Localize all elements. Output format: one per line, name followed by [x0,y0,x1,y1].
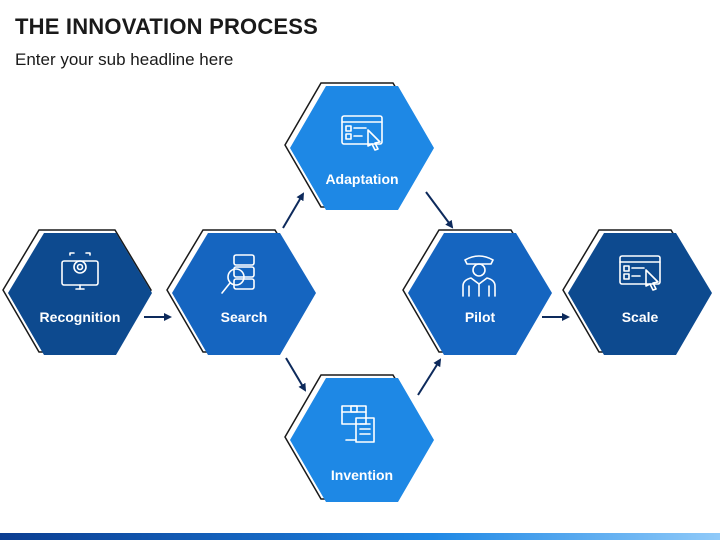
node-label: Adaptation [325,171,398,187]
node-adaptation: Adaptation [284,82,434,210]
node-invention: Invention [284,374,434,502]
hex-fill [172,233,316,355]
checklist-touch-icon [341,115,383,151]
hex-fill [568,233,712,355]
checklist-touch-icon [619,255,661,291]
page-subtitle: Enter your sub headline here [15,50,234,69]
monitor-eye-icon [61,252,99,290]
node-label: Pilot [465,309,496,325]
arrow-search-to-adaptation [282,192,305,229]
flow-arrows [144,191,570,396]
arrow-search-to-invention [285,357,307,392]
bottom-accent-bar [0,533,720,540]
hex-fill [290,378,434,502]
pilot-icon [462,255,496,297]
hex-fill [8,233,152,355]
node-search: Search [166,229,316,355]
hex-fill [290,86,434,210]
node-label: Invention [331,467,393,483]
arrow-adaptation-to-pilot [425,191,454,229]
page-title: THE INNOVATION PROCESS [15,14,319,39]
node-scale: Scale [562,229,712,355]
node-label: Scale [622,309,659,325]
box-document-icon [341,405,375,443]
node-pilot: Pilot [402,229,552,355]
node-recognition: Recognition [2,229,152,355]
arrow-invention-to-pilot [417,358,442,396]
hex-fill [408,233,552,355]
node-label: Search [221,309,268,325]
search-database-icon [221,254,255,294]
node-label: Recognition [40,309,121,325]
